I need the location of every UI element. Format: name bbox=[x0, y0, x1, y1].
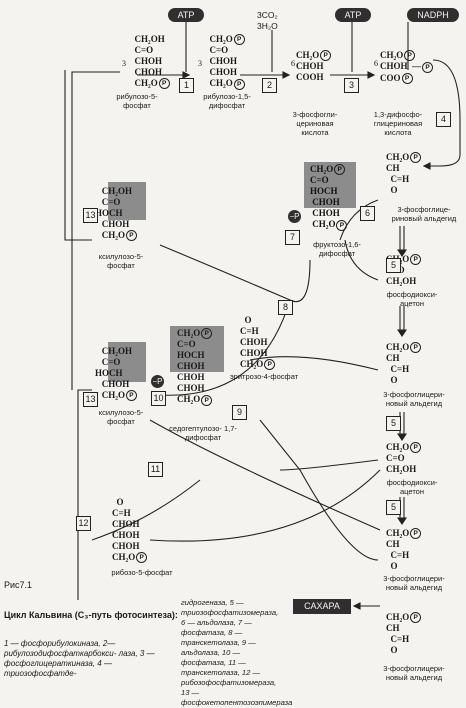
step-3-box: 3 bbox=[344, 78, 359, 93]
step-1-box: 1 bbox=[179, 78, 194, 93]
label-gap4: 3-фосфоглицери- новый альдегид bbox=[383, 664, 445, 682]
label-xu5p1: ксилулозо-5- фосфат bbox=[98, 252, 144, 270]
step-4-box: 4 bbox=[436, 112, 451, 127]
shaded-box-xylulose-2 bbox=[108, 342, 146, 382]
atp-input-1: ATP bbox=[168, 8, 204, 22]
label-r5p: рибозо-5-фосфат bbox=[111, 568, 173, 577]
step-7-box: 7 bbox=[285, 230, 300, 245]
step-9-box: 9 bbox=[232, 405, 247, 420]
step-6-box: 6 bbox=[360, 206, 375, 221]
label-pga: 3-фосфогли- цериновая кислота bbox=[292, 110, 338, 137]
atp-input-2: ATP bbox=[335, 8, 371, 22]
label-rudp: рибулозо-1,5- дифосфат bbox=[203, 92, 251, 110]
label-dhap1: фосфодиокси- ацетон bbox=[386, 290, 438, 308]
step-5-box-a: 5 bbox=[386, 258, 401, 273]
coef-pga: 6 bbox=[291, 59, 295, 68]
label-xu5p2: ксилулозо-5- фосфат bbox=[98, 408, 144, 426]
sugar-output: САХАРА bbox=[293, 599, 351, 614]
figure-caption: Цикл Кальвина (C₃-путь фотосинтеза): 1 —… bbox=[4, 592, 179, 679]
h2o-input: 3H₂O bbox=[257, 21, 278, 31]
caption-title: Цикл Кальвина (C₃-путь фотосинтеза): bbox=[4, 610, 178, 620]
shaded-box-fructose bbox=[304, 162, 356, 208]
step-10-box: 10 bbox=[151, 391, 166, 406]
label-dhap2: фосфодиокси- ацетон bbox=[386, 478, 438, 496]
released-phosphate-1: −P bbox=[288, 210, 301, 223]
figure-label: Рис7.1 bbox=[4, 580, 33, 590]
coef-dpga: 6 bbox=[374, 59, 378, 68]
label-gap1: 3-фосфоглице- риновый альдегид bbox=[391, 205, 457, 223]
label-dpga: 1,3-дифосфо- глицериновая кислота bbox=[373, 110, 423, 137]
step-2-box: 2 bbox=[262, 78, 277, 93]
label-sdp: седогептулозо- 1,7-дифосфат bbox=[169, 424, 237, 442]
coef-ru5p: 3 bbox=[122, 59, 126, 68]
step-11-box: 11 bbox=[148, 462, 163, 477]
caption-legend-left: 1 — фосфорибулокиназа, 2— рибулозодифосф… bbox=[4, 639, 155, 678]
step-12-box: 12 bbox=[76, 516, 91, 531]
label-e4p: эритрозо-4-фосфат bbox=[229, 372, 299, 381]
coef-rudp: 3 bbox=[198, 59, 202, 68]
step-8-box: 8 bbox=[278, 300, 293, 315]
label-gap2: 3-фосфоглицери- новый альдегид bbox=[383, 390, 445, 408]
co2-input: 3CO₂ bbox=[257, 10, 278, 20]
shaded-box-xylulose-1 bbox=[108, 182, 146, 220]
step-5-box-c: 5 bbox=[386, 500, 401, 515]
step-13-box-a: 13 bbox=[83, 208, 98, 223]
label-fdp: фруктозо-1,6- дифосфат bbox=[313, 240, 361, 258]
released-phosphate-2: −P bbox=[151, 375, 164, 388]
label-ru5p: рибулозо-5- фосфат bbox=[116, 92, 158, 110]
shaded-box-sedo bbox=[170, 326, 224, 372]
caption-legend-right: гидрогеназа, 5 — триозофосфатизомераза, … bbox=[181, 598, 293, 707]
step-13-box-b: 13 bbox=[83, 392, 98, 407]
step-5-box-b: 5 bbox=[386, 416, 401, 431]
label-gap3: 3-фосфоглицери- новый альдегид bbox=[383, 574, 445, 592]
nadph-input: NADPH bbox=[407, 8, 459, 22]
